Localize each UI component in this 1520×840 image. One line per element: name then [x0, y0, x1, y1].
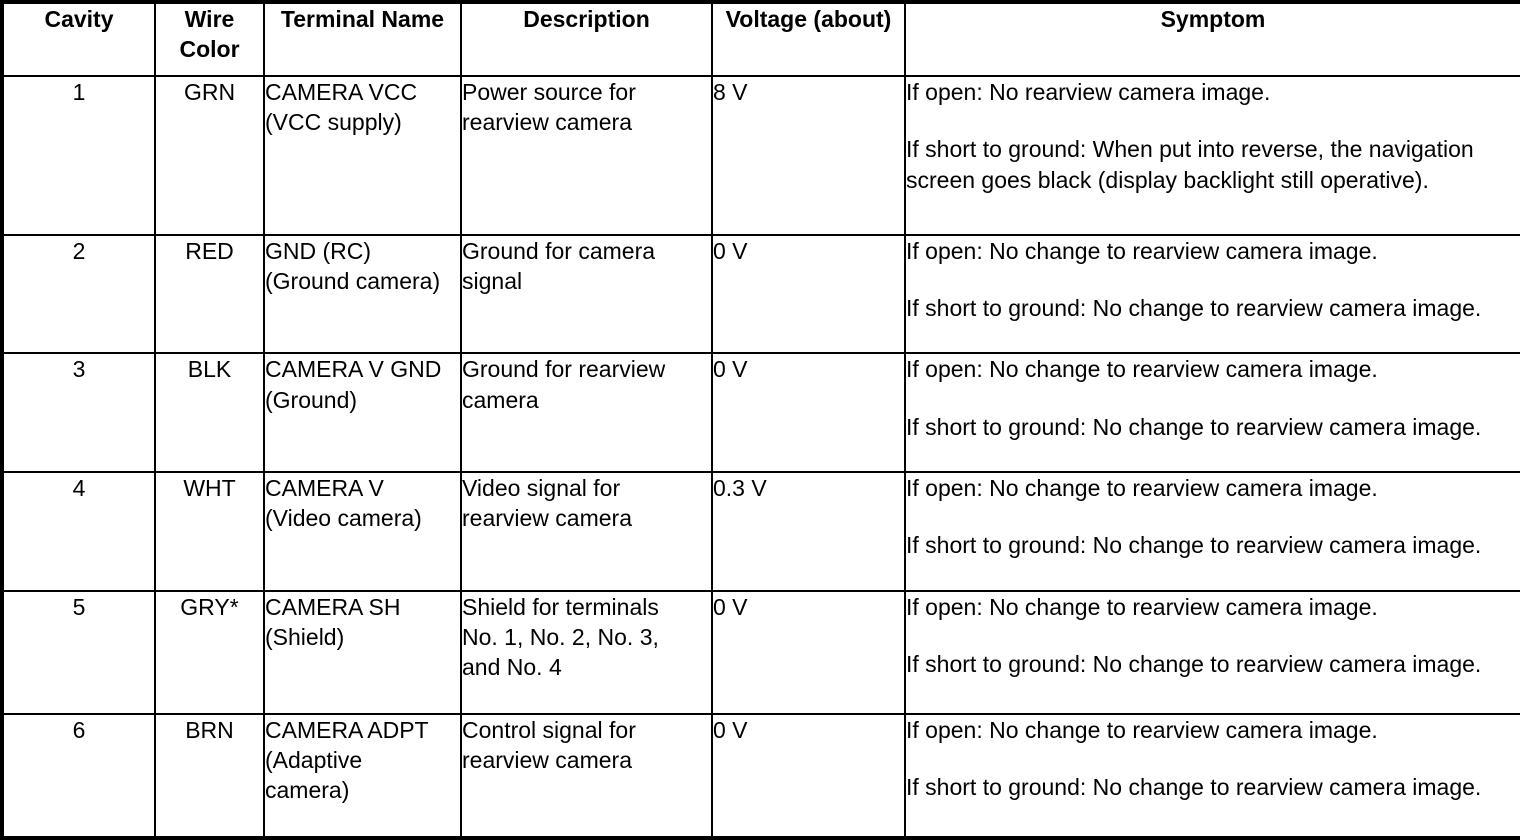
cell-voltage: 0 V — [711, 589, 906, 715]
table-row: 3 BLK CAMERA V GND (Ground) Ground for r… — [1, 352, 1520, 473]
cell-symptom: If open: No rearview camera image. If sh… — [904, 75, 1520, 236]
column-header-cavity: Cavity — [1, 1, 156, 77]
column-header-description: Description — [460, 1, 713, 77]
cell-description: Ground for rearview camera — [460, 352, 713, 473]
table-header: Cavity Wire Color Terminal Name Descript… — [1, 1, 1520, 77]
cell-symptom: If open: No change to rearview camera im… — [904, 470, 1520, 592]
symptom-short-text: If short to ground: No change to rearvie… — [906, 773, 1482, 800]
cell-symptom: If open: No change to rearview camera im… — [904, 712, 1520, 840]
symptom-short-text: If short to ground: When put into revers… — [906, 136, 1474, 193]
symptom-open-text: If open: No change to rearview camera im… — [906, 593, 1378, 620]
cell-description: Ground for camera signal — [460, 233, 713, 355]
cell-terminal-name: CAMERA ADPT (Adaptive camera) — [263, 712, 462, 840]
cell-description: Control signal for rearview camera — [460, 712, 713, 840]
symptom-spacer — [906, 107, 1520, 134]
symptom-open-text: If open: No rearview camera image. — [906, 79, 1271, 105]
cell-symptom: If open: No change to rearview camera im… — [904, 233, 1520, 355]
symptom-short-text: If short to ground: No change to rearvie… — [906, 295, 1482, 322]
cell-voltage: 0 V — [711, 352, 906, 473]
table-row: 5 GRY* CAMERA SH (Shield) Shield for ter… — [1, 589, 1520, 715]
cell-description: Shield for terminals No. 1, No. 2, No. 3… — [460, 589, 713, 715]
symptom-open-text: If open: No change to rearview camera im… — [906, 716, 1378, 743]
table-row: 2 RED GND (RC) (Ground camera) Ground fo… — [1, 233, 1520, 355]
cell-wire-color: RED — [154, 233, 265, 355]
cell-wire-color: GRY* — [154, 589, 265, 715]
cell-cavity: 4 — [1, 470, 156, 592]
symptom-spacer — [906, 385, 1520, 412]
cell-terminal-name: CAMERA SH (Shield) — [263, 589, 462, 715]
cell-wire-color: WHT — [154, 470, 265, 592]
cell-voltage: 0 V — [711, 233, 906, 355]
table-row: 6 BRN CAMERA ADPT (Adaptive camera) Cont… — [1, 712, 1520, 840]
cell-terminal-name: GND (RC) (Ground camera) — [263, 233, 462, 355]
cell-description: Power source for rearview camera — [460, 75, 713, 236]
column-header-wire-color: Wire Color — [154, 1, 265, 77]
symptom-open-text: If open: No change to rearview camera im… — [906, 474, 1378, 501]
cell-cavity: 5 — [1, 589, 156, 715]
table-row: 4 WHT CAMERA V (Video camera) Video sign… — [1, 470, 1520, 592]
header-row: Cavity Wire Color Terminal Name Descript… — [1, 1, 1520, 77]
cell-cavity: 1 — [1, 75, 156, 236]
symptom-spacer — [906, 745, 1520, 772]
column-header-terminal-name: Terminal Name — [263, 1, 462, 77]
symptom-short-text: If short to ground: No change to rearvie… — [906, 532, 1482, 559]
cell-terminal-name: CAMERA V (Video camera) — [263, 470, 462, 592]
cell-cavity: 6 — [1, 712, 156, 840]
symptom-spacer — [906, 622, 1520, 649]
cell-symptom: If open: No change to rearview camera im… — [904, 589, 1520, 715]
symptom-open-text: If open: No change to rearview camera im… — [906, 356, 1378, 383]
cell-wire-color: BLK — [154, 352, 265, 473]
cell-voltage: 0 V — [711, 712, 906, 840]
table-body: 1 GRN CAMERA VCC (VCC supply) Power sour… — [1, 75, 1520, 840]
cell-voltage: 0.3 V — [711, 470, 906, 592]
cell-terminal-name: CAMERA V GND (Ground) — [263, 352, 462, 473]
cell-voltage: 8 V — [711, 75, 906, 236]
cell-wire-color: BRN — [154, 712, 265, 840]
symptom-short-text: If short to ground: No change to rearvie… — [906, 650, 1482, 677]
symptom-spacer — [906, 503, 1520, 530]
cell-terminal-name: CAMERA VCC (VCC supply) — [263, 75, 462, 236]
symptom-short-text: If short to ground: No change to rearvie… — [906, 413, 1482, 440]
cell-wire-color: GRN — [154, 75, 265, 236]
column-header-voltage: Voltage (about) — [711, 1, 906, 77]
table-row: 1 GRN CAMERA VCC (VCC supply) Power sour… — [1, 75, 1520, 236]
cell-cavity: 2 — [1, 233, 156, 355]
column-header-symptom: Symptom — [904, 1, 1520, 77]
cell-cavity: 3 — [1, 352, 156, 473]
cell-description: Video signal for rearview camera — [460, 470, 713, 592]
cell-symptom: If open: No change to rearview camera im… — [904, 352, 1520, 473]
symptom-open-text: If open: No change to rearview camera im… — [906, 237, 1378, 264]
symptom-spacer — [906, 266, 1520, 293]
